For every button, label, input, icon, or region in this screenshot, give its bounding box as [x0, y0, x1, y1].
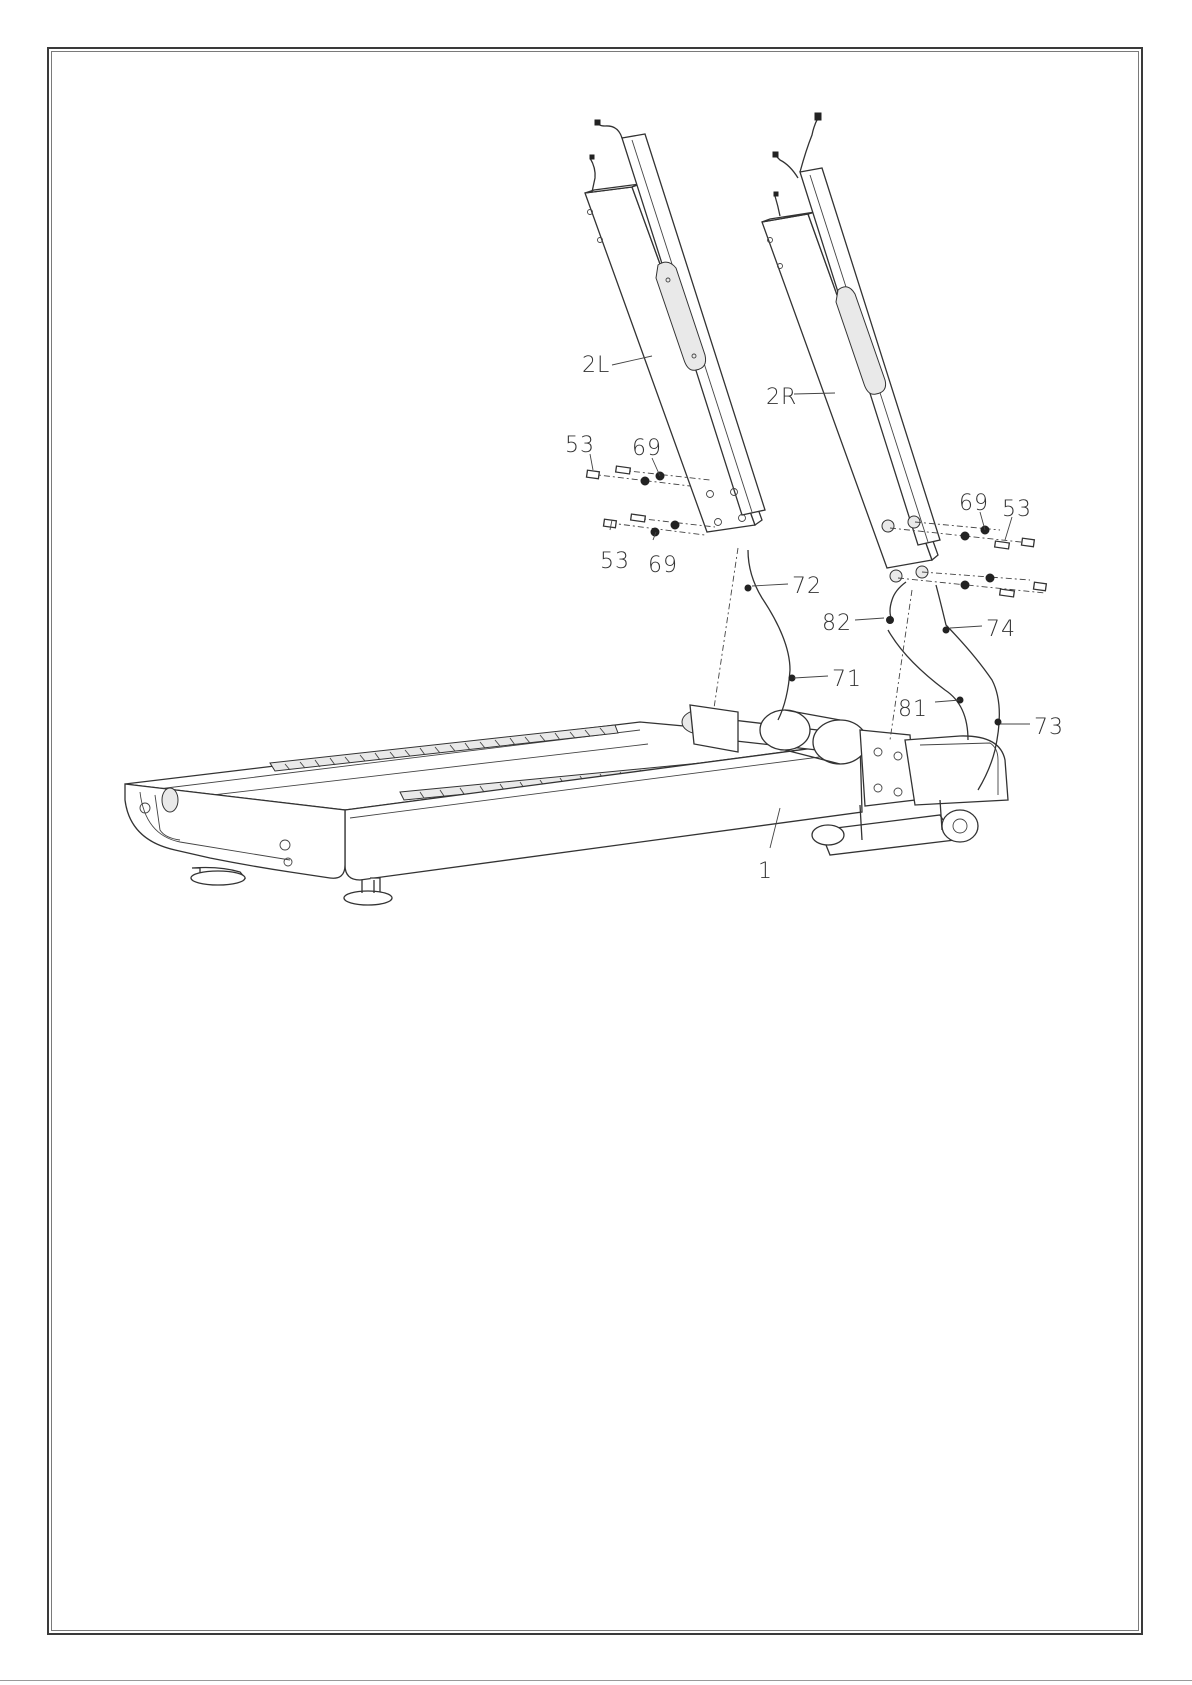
right-upright: [762, 113, 940, 582]
label-cable-71: 71: [832, 667, 862, 692]
label-cable-74: 74: [986, 617, 1016, 642]
label-left-upright: 2L: [582, 353, 610, 378]
label-frame: 1: [758, 859, 773, 884]
label-right-upright: 2R: [766, 385, 797, 410]
label-cable-72: 72: [792, 574, 822, 599]
label-cable-81: 81: [898, 697, 928, 722]
label-cable-73: 73: [1034, 715, 1064, 740]
label-bolt-left-upper: 53: [565, 433, 595, 458]
label-washer-left-lower: 69: [648, 553, 678, 578]
treadmill-base: [125, 705, 1008, 905]
label-bolt-right-upper: 53: [1002, 497, 1032, 522]
label-cable-82: 82: [822, 611, 852, 636]
left-upright: [585, 120, 765, 532]
label-washer-left-upper: 69: [632, 436, 662, 461]
label-bolt-left-lower: 53: [600, 549, 630, 574]
label-washer-right-upper: 69: [959, 491, 989, 516]
